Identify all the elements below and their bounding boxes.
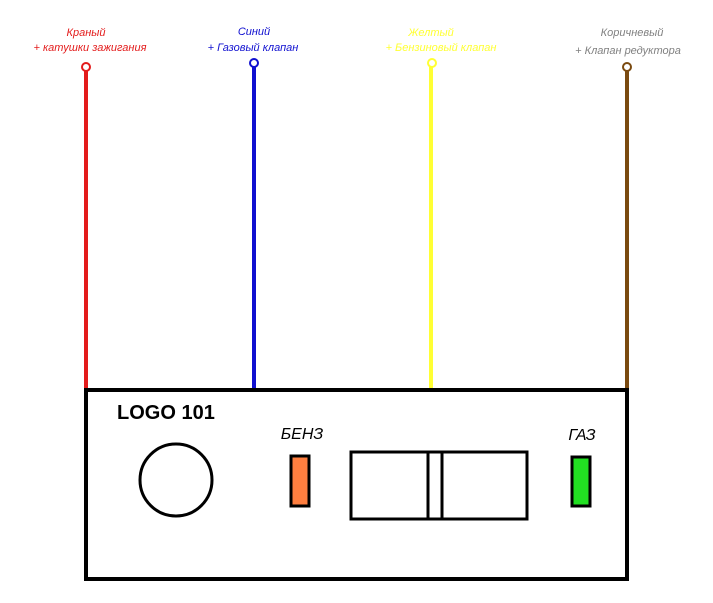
wire-yellow-function-label: + Бензиновый клапан: [386, 42, 497, 54]
device-model-label: LOGO 101: [117, 402, 215, 424]
wire-yellow-color-label: Желтый: [407, 27, 453, 39]
wire-red: Краный + катушки зажигания: [34, 27, 147, 390]
gas-indicator-label: ГАЗ: [568, 427, 595, 444]
wire-blue-color-label: Синий: [238, 26, 270, 38]
wire-blue-terminal: [249, 58, 259, 68]
wire-brown: Коричневый + Клапан редуктора: [575, 27, 681, 390]
wire-brown-color-label: Коричневый: [601, 27, 664, 39]
petrol-indicator-led: [289, 454, 311, 508]
mode-switch[interactable]: [349, 450, 529, 521]
wire-blue: Синий + Газовый клапан: [208, 26, 299, 390]
wire-brown-function-label: + Клапан редуктора: [575, 45, 681, 57]
wire-blue-function-label: + Газовый клапан: [208, 42, 299, 54]
wire-red-color-label: Краный: [67, 27, 106, 39]
wire-red-terminal: [81, 62, 91, 72]
wire-brown-terminal: [622, 62, 632, 72]
wire-red-function-label: + катушки зажигания: [34, 42, 147, 54]
wire-yellow: Желтый + Бензиновый клапан: [386, 27, 497, 388]
petrol-indicator-label: БЕНЗ: [281, 426, 324, 443]
wire-yellow-terminal: [427, 58, 437, 68]
round-button[interactable]: [138, 442, 214, 518]
gas-indicator-led: [570, 455, 592, 508]
mode-switch-slider[interactable]: [426, 450, 444, 521]
device-box: LOGO 101 БЕНЗ ГАЗ: [84, 388, 629, 581]
